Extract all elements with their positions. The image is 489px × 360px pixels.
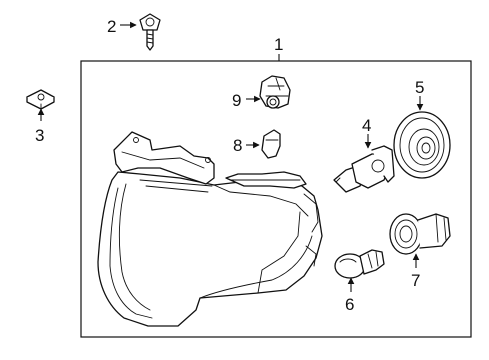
callout-8: 8 [233,136,242,155]
callout-5: 5 [415,78,424,97]
callout-4: 4 [362,116,371,135]
headlamp-bulb-icon [333,145,395,193]
bolt-icon [139,13,161,51]
callout-6: 6 [345,295,354,314]
clip-nut-icon [26,89,55,110]
socket-icon [259,75,291,109]
callout-9: 9 [232,91,241,110]
assembly-frame [80,60,472,338]
seal-cover-icon [393,111,451,179]
bulb-socket-icon [389,213,451,255]
callout-2: 2 [107,17,116,36]
headlamp-housing-icon [97,131,323,327]
small-bulb-icon [261,129,281,159]
callout-7: 7 [411,271,420,290]
callout-3: 3 [35,126,44,145]
callout-1: 1 [274,35,283,54]
bulb-icon [334,249,385,279]
